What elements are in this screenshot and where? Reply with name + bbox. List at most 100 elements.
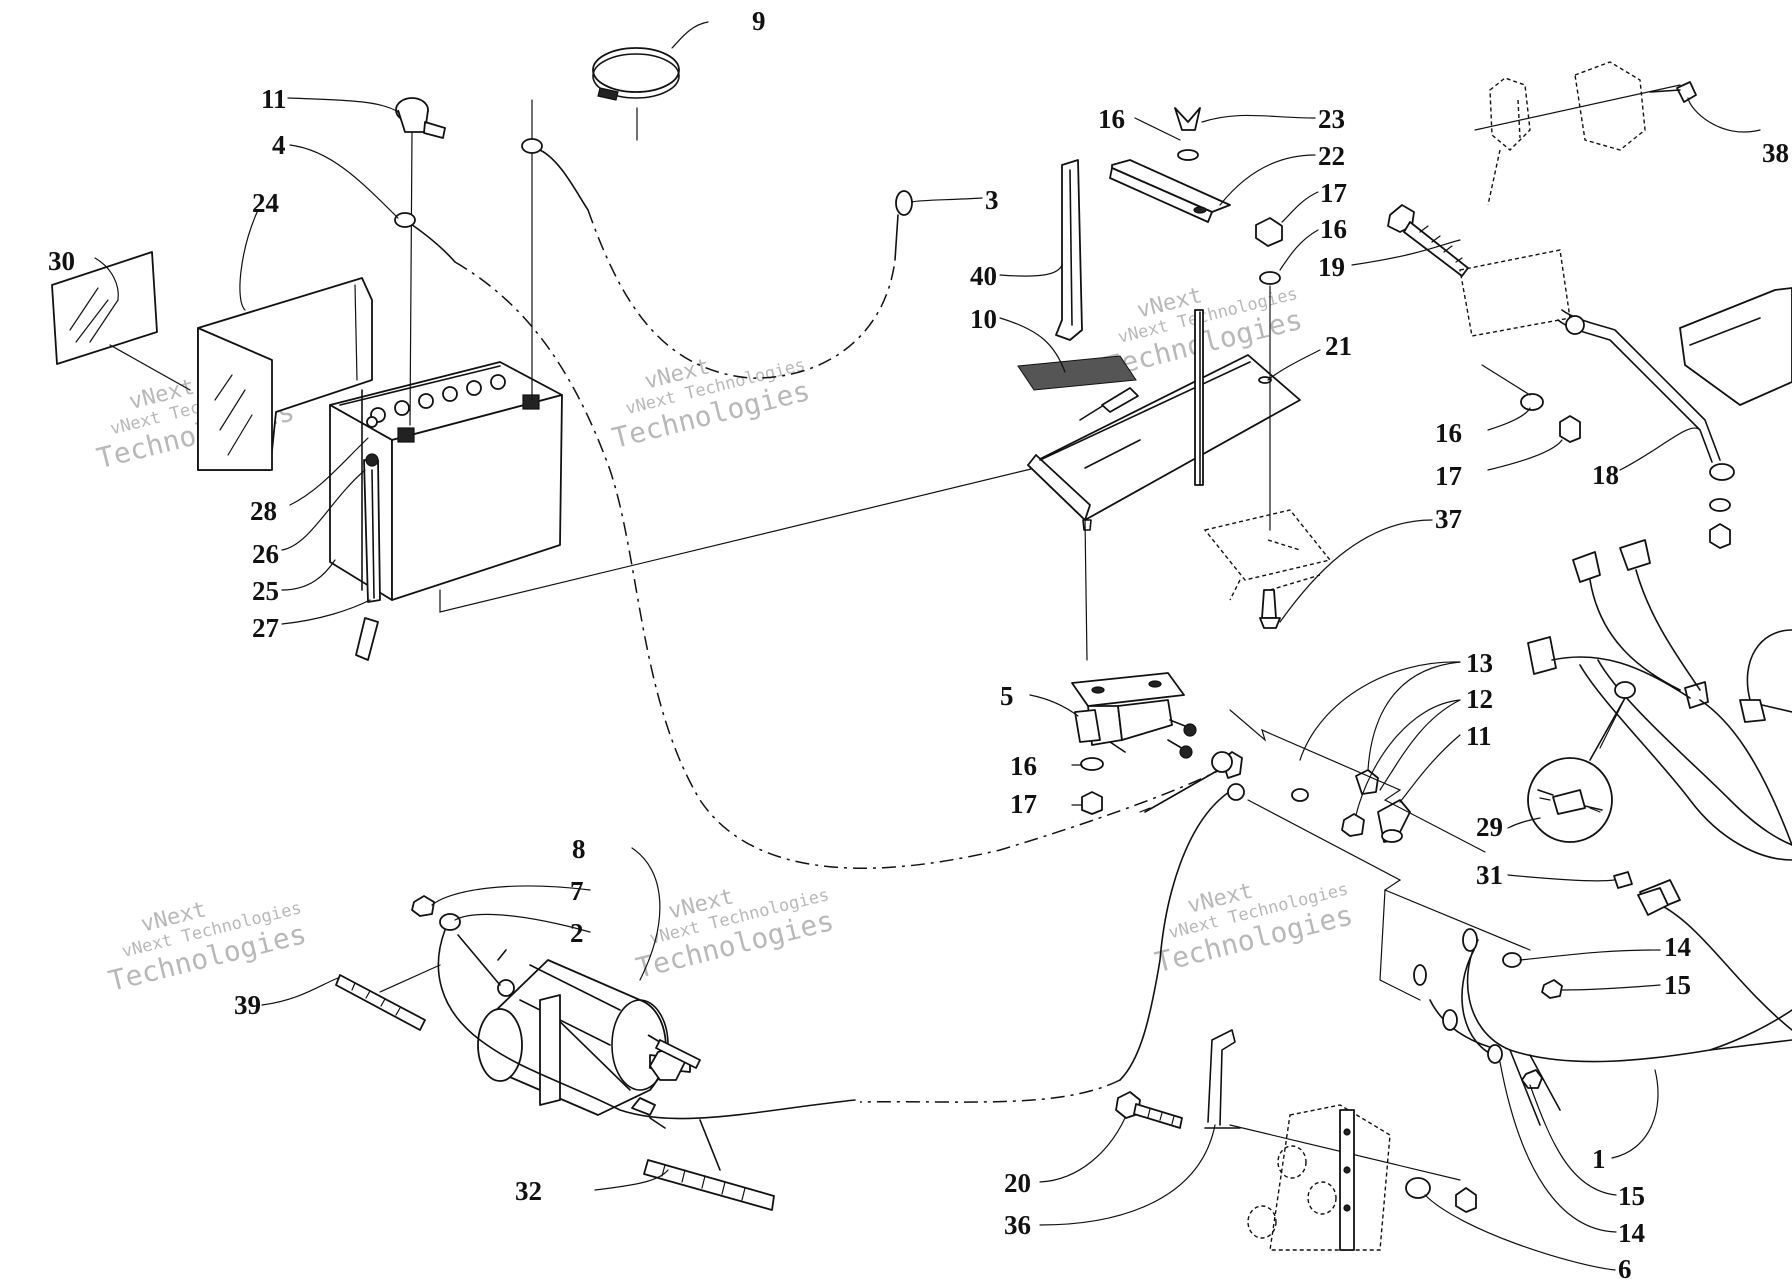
callout-31: 31	[1476, 860, 1503, 890]
callout-21: 21	[1325, 331, 1352, 361]
negative-battery-cable	[394, 212, 1221, 869]
battery-cover-plate	[51, 251, 191, 391]
callout-16-top: 16	[1098, 104, 1125, 134]
positive-battery-cable	[521, 99, 589, 401]
washer-bottom	[1405, 1177, 1431, 1199]
battery-vent-tube	[355, 416, 381, 661]
callout-24: 24	[252, 188, 279, 218]
starter-motor	[477, 949, 701, 1129]
wiring-harness	[1413, 879, 1792, 1126]
watermark-group: vNext vNext Technologies Technologies vN…	[93, 283, 1356, 998]
washer-16-solenoid	[1080, 757, 1104, 771]
callout-labels: 9 11 4 24 30 28 26 25 27 3 40 10 16 23 2…	[48, 6, 1789, 1280]
callout-3: 3	[985, 185, 999, 215]
conduit-32	[643, 1159, 775, 1211]
solenoid-cable	[859, 751, 1245, 1103]
callout-29: 29	[1476, 812, 1503, 842]
nut-17-top	[1255, 217, 1283, 531]
rod-18	[1557, 309, 1721, 463]
callout-40: 40	[970, 261, 997, 291]
callout-17-right: 17	[1435, 461, 1462, 491]
mounting-bracket-dotted	[1247, 1104, 1391, 1251]
washer-16-right	[1520, 393, 1735, 481]
callout-32: 32	[515, 1176, 542, 1206]
callout-27: 27	[252, 613, 279, 643]
callout-19: 19	[1318, 252, 1345, 282]
dotted-fastener-assembly	[1474, 61, 1681, 206]
callout-11-right: 11	[1466, 721, 1492, 751]
screw-37	[1259, 589, 1281, 629]
callout-17-top: 17	[1320, 178, 1347, 208]
callout-26: 26	[252, 539, 279, 569]
battery-tray	[1027, 309, 1301, 661]
ring-terminal-14a	[1502, 952, 1522, 968]
callout-2: 2	[570, 918, 584, 948]
callout-17-low: 17	[1010, 789, 1037, 819]
pad-right	[1459, 249, 1571, 337]
callout-39: 39	[234, 990, 261, 1020]
callout-23: 23	[1318, 104, 1345, 134]
terminal-boot	[395, 97, 446, 426]
starter-terminal-nut-7	[411, 895, 435, 917]
callout-10: 10	[970, 304, 997, 334]
battery-tray-reference-line	[439, 467, 1036, 613]
partial-connector-right	[1739, 629, 1792, 723]
callout-20: 20	[1004, 1168, 1031, 1198]
callout-7: 7	[570, 876, 584, 906]
callout-16-mid: 16	[1320, 214, 1347, 244]
bolt-19	[1387, 204, 1469, 277]
watermark: vNext vNext Technologies Technologies	[633, 884, 837, 985]
callout-28: 28	[250, 496, 277, 526]
nut-17-solenoid	[1081, 791, 1103, 815]
callout-22: 22	[1318, 141, 1345, 171]
callout-18: 18	[1592, 460, 1619, 490]
nut-bottom	[1455, 1187, 1477, 1213]
callout-14-top: 14	[1664, 932, 1691, 962]
callout-15-top: 15	[1664, 970, 1691, 1000]
callout-16-low: 16	[1010, 751, 1037, 781]
callout-15-bottom: 15	[1618, 1181, 1645, 1211]
fuse-detail-circle	[1527, 757, 1613, 843]
starter-solenoid	[1071, 672, 1197, 759]
ring-terminal-14b	[1487, 1044, 1503, 1064]
hold-down-strap	[1055, 159, 1083, 341]
watermark: vNext vNext Technologies Technologies	[105, 897, 309, 998]
leader-pad	[1481, 364, 1531, 396]
ground-strap	[1229, 709, 1531, 1001]
screw-38	[1649, 81, 1697, 103]
callout-12: 12	[1466, 684, 1493, 714]
watermark: vNext vNext Technologies Technologies	[1152, 879, 1356, 980]
nut-17-right	[1559, 415, 1731, 549]
callout-16-right: 16	[1435, 418, 1462, 448]
tray-mount-frame	[1203, 509, 1332, 601]
nut-12	[1341, 813, 1365, 837]
nut-15b	[1521, 1069, 1543, 1089]
callout-1: 1	[1592, 1144, 1606, 1174]
starter-cable-end-2	[437, 913, 501, 1041]
fuse-31	[1613, 871, 1669, 916]
callout-25: 25	[252, 576, 279, 606]
callout-4: 4	[272, 130, 286, 160]
callout-36: 36	[1004, 1210, 1031, 1240]
callout-9: 9	[752, 6, 766, 36]
callout-11: 11	[261, 84, 287, 114]
nut-15a	[1541, 979, 1563, 999]
bracket-36	[1204, 1029, 1461, 1181]
battery-shield	[197, 277, 373, 471]
callout-38: 38	[1762, 138, 1789, 168]
callout-6: 6	[1618, 1254, 1632, 1280]
terminal-washer	[1291, 788, 1309, 802]
battery-pad	[1017, 355, 1137, 391]
bolt-20	[1115, 1091, 1183, 1129]
callout-13: 13	[1466, 648, 1493, 678]
leader-lines	[94, 21, 1761, 1271]
callout-14-bottom: 14	[1618, 1218, 1645, 1248]
starter-cable	[479, 1039, 856, 1171]
wing-nut	[1174, 107, 1201, 161]
upper-harness	[1527, 539, 1792, 861]
callout-37: 37	[1435, 504, 1462, 534]
conduit-39	[335, 964, 441, 1031]
cover-right	[1679, 287, 1792, 406]
hold-down-bar	[1109, 159, 1231, 223]
